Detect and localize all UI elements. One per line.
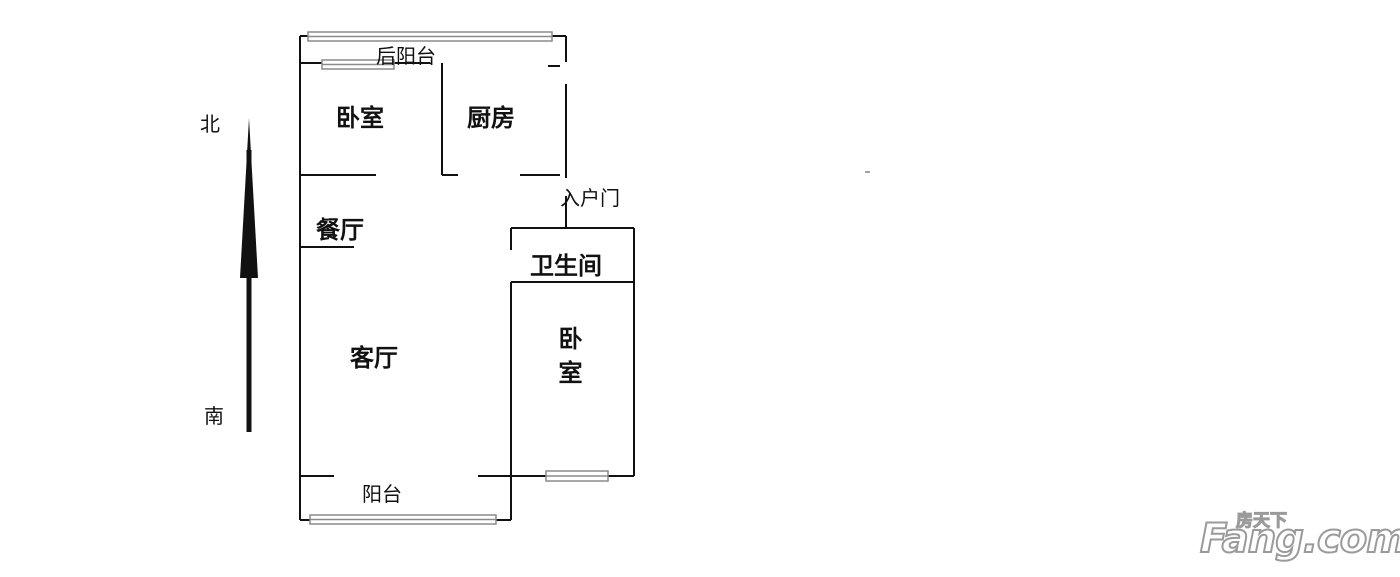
bedroom-north-label: 卧室 bbox=[336, 104, 384, 132]
watermark-brand-en: Fang.com bbox=[1199, 515, 1400, 563]
rear-balcony-label: 后阳台 bbox=[376, 44, 436, 68]
north-label: 北 bbox=[200, 112, 220, 136]
entrance-door-label: 入户门 bbox=[560, 186, 620, 210]
north-arrow bbox=[240, 118, 258, 432]
windows bbox=[307, 31, 609, 525]
watermark-brand-cn: 房天下 bbox=[1236, 511, 1288, 532]
living-room-label: 客厅 bbox=[350, 344, 398, 372]
fang-watermark: Fang.com 房天下 bbox=[1199, 506, 1400, 566]
balcony-label: 阳台 bbox=[362, 482, 402, 506]
south-label: 南 bbox=[204, 404, 224, 428]
dining-room-label: 餐厅 bbox=[316, 216, 364, 244]
bedroom-south-label: 卧室 bbox=[554, 326, 582, 394]
bathroom-label: 卫生间 bbox=[530, 252, 602, 280]
kitchen-label: 厨房 bbox=[467, 104, 515, 132]
